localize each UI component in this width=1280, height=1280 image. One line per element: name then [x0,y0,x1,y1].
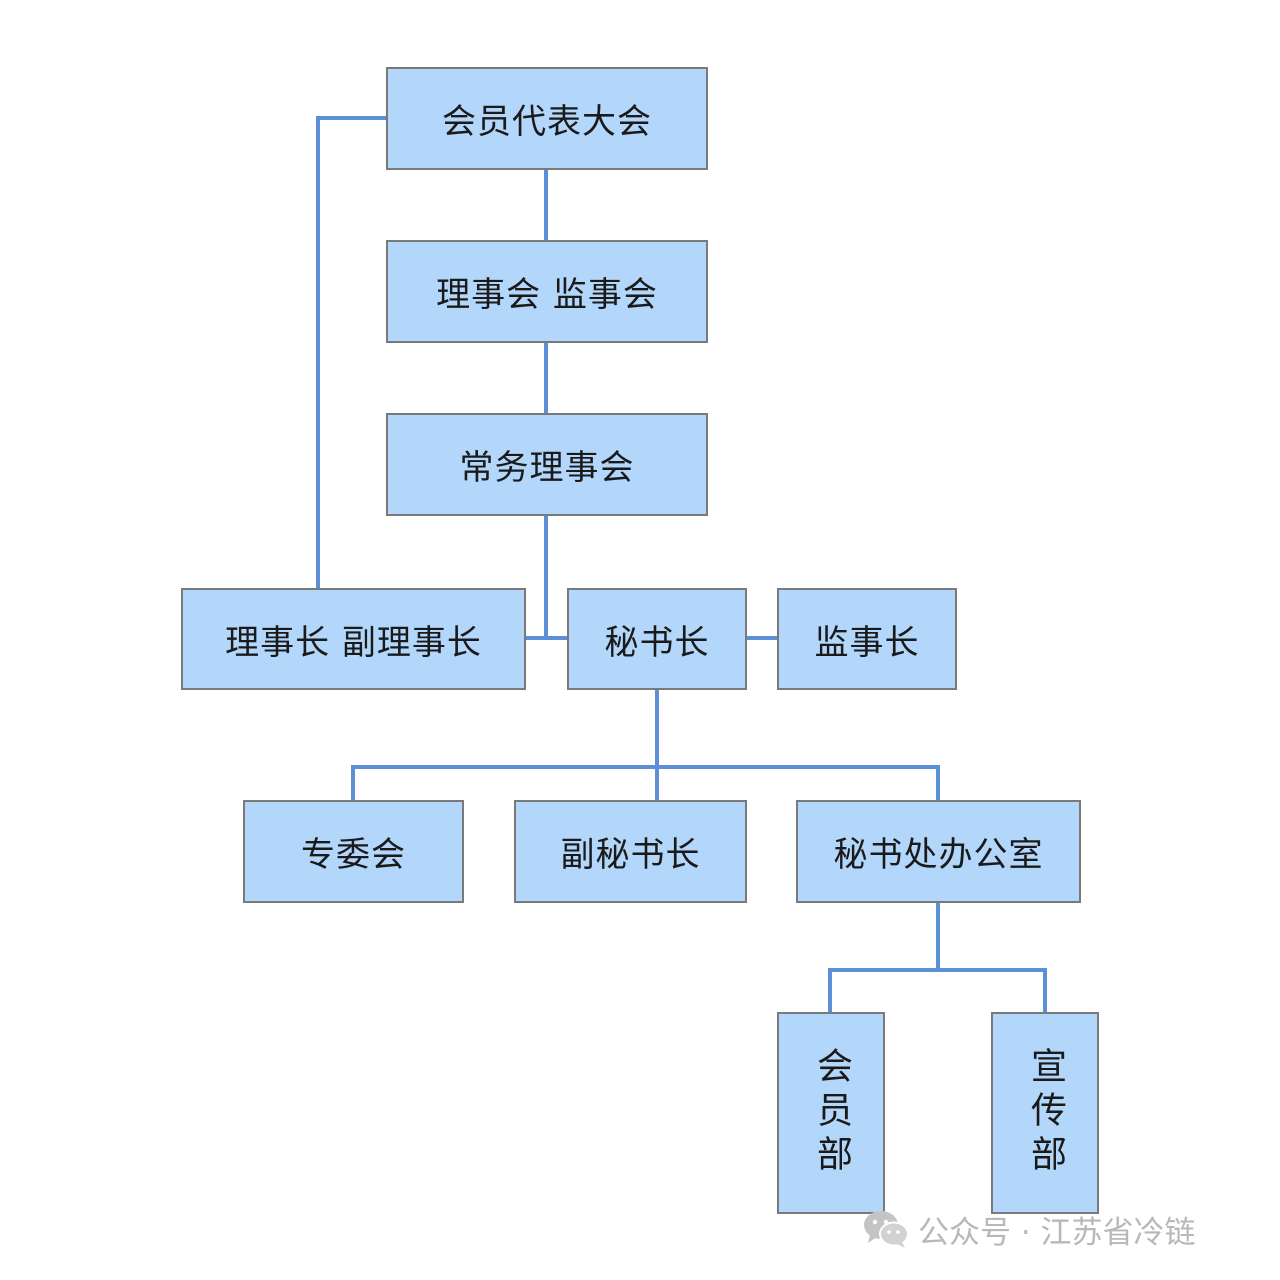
node-chairman: 理事长 副理事长 [181,588,526,690]
node-committees-label: 专委会 [301,835,406,875]
node-chief-supervisor: 监事长 [777,588,957,690]
node-publicity-dept: 宣传部 [991,1012,1099,1214]
node-membership-dept: 会员部 [777,1012,885,1214]
node-standing-council: 常务理事会 [386,413,708,516]
wechat-icon [862,1209,910,1249]
node-chief-supervisor-label: 监事长 [814,622,920,663]
node-congress-label: 会员代表大会 [442,102,652,142]
node-membership-dept-label: 会员部 [811,1047,852,1179]
node-secretariat-office-label: 秘书处办公室 [833,835,1044,875]
node-chairman-label: 理事长 副理事长 [225,622,482,663]
node-secretary-general-label: 秘书长 [604,622,710,663]
node-council-supervisors-label: 理事会 监事会 [436,275,658,315]
watermark-text: 公众号 · 江苏省冷链 [918,1214,1196,1251]
node-committees: 专委会 [243,800,464,903]
node-council-supervisors: 理事会 监事会 [386,240,708,343]
node-secretary-general: 秘书长 [567,588,747,690]
node-secretariat-office: 秘书处办公室 [796,800,1081,903]
watermark: 公众号 · 江苏省冷链 [862,1206,1196,1252]
node-standing-council-label: 常务理事会 [459,448,635,488]
node-deputy-secretary: 副秘书长 [514,800,747,903]
node-publicity-dept-label: 宣传部 [1025,1047,1066,1179]
node-congress: 会员代表大会 [386,67,708,170]
node-deputy-secretary-label: 副秘书长 [560,835,701,875]
